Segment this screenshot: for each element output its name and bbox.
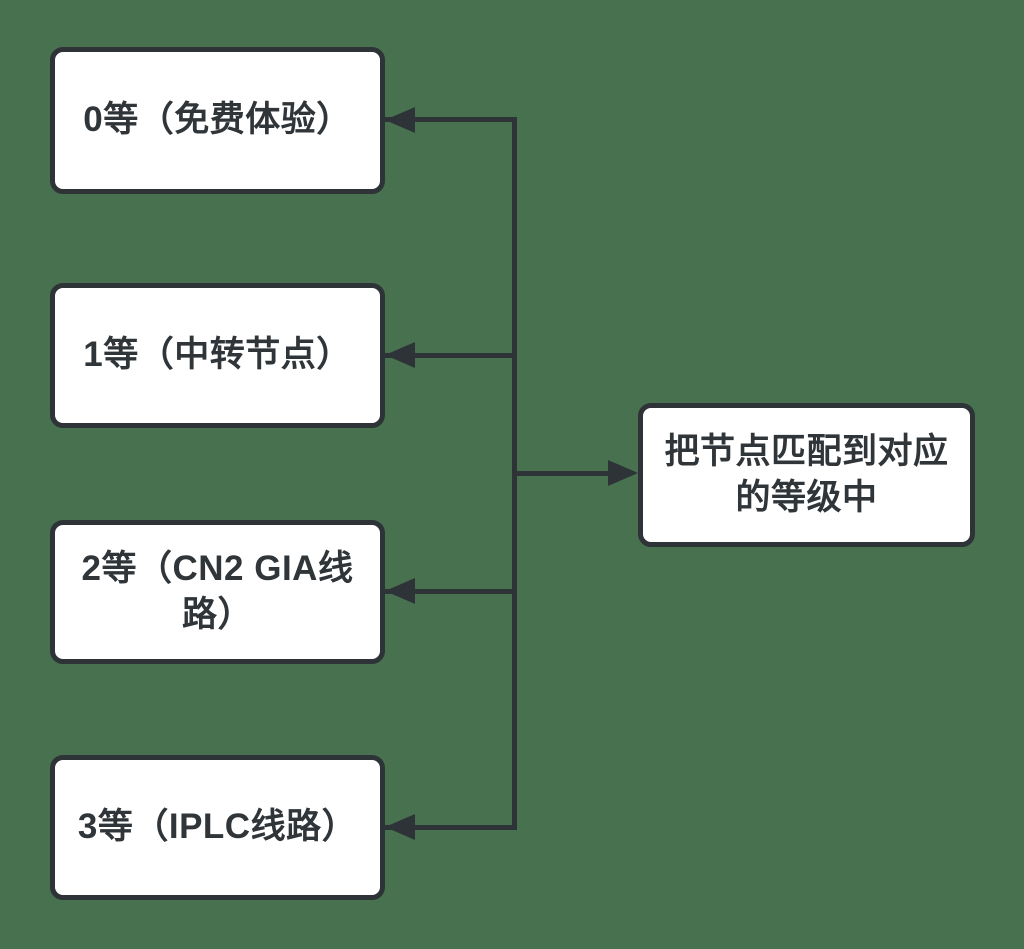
branch-line-level-3 bbox=[385, 825, 517, 830]
arrowhead-level-1-icon bbox=[385, 342, 415, 368]
node-match-result-label: 把节点匹配到对应的等级中 bbox=[664, 431, 949, 517]
node-match-result: 把节点匹配到对应的等级中 bbox=[638, 403, 975, 547]
node-level-2: 2等（CN2 GIA线路） bbox=[50, 520, 385, 664]
node-level-1: 1等（中转节点） bbox=[50, 283, 385, 428]
node-level-3-label: 3等（IPLC线路） bbox=[77, 807, 358, 847]
node-level-2-label: 2等（CN2 GIA线路） bbox=[81, 548, 354, 634]
node-level-0: 0等（免费体验） bbox=[50, 47, 385, 194]
node-level-3: 3等（IPLC线路） bbox=[50, 755, 385, 900]
branch-line-match-result bbox=[512, 471, 608, 476]
arrowhead-match-result-icon bbox=[608, 460, 638, 486]
node-level-1-label: 1等（中转节点） bbox=[83, 335, 352, 375]
branch-line-level-0 bbox=[385, 117, 517, 122]
branch-line-level-1 bbox=[385, 353, 515, 358]
node-level-0-label: 0等（免费体验） bbox=[83, 100, 352, 140]
arrowhead-level-0-icon bbox=[385, 107, 415, 133]
branch-line-level-2 bbox=[385, 589, 515, 594]
arrowhead-level-3-icon bbox=[385, 814, 415, 840]
arrowhead-level-2-icon bbox=[385, 578, 415, 604]
